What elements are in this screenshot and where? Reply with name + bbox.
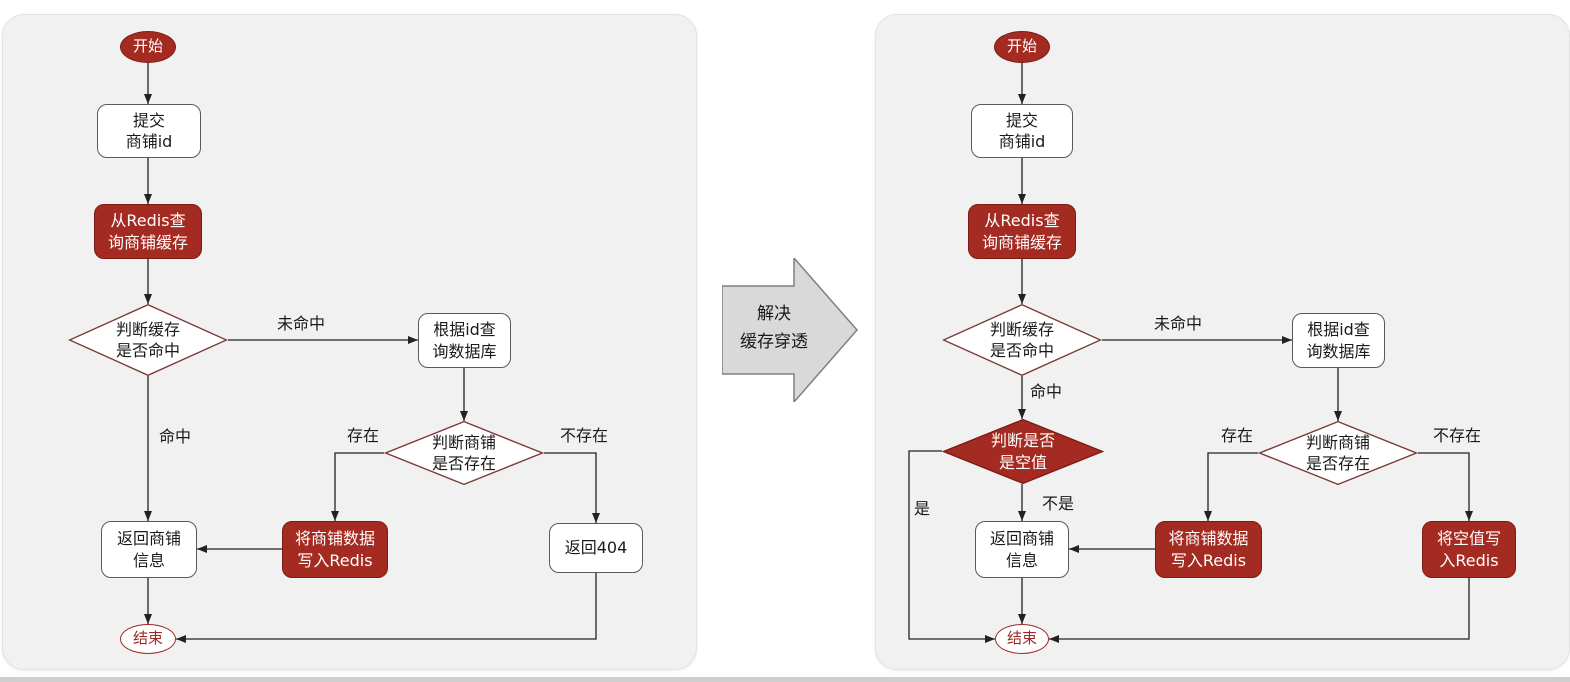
edge-label-not-exists: 不存在 (559, 426, 609, 445)
return-404-label: 返回404 (564, 538, 628, 558)
window-bottom-edge (0, 677, 1570, 682)
left-flowchart-panel: 开始 提交 商铺id 从Redis查 询商铺缓存 判断缓存 是否命中 根据id查… (2, 14, 697, 670)
null-value-decision-label: 判断是否 是空值 (990, 431, 1055, 472)
diamond-shape (942, 304, 1102, 376)
cache-hit-decision-label: 判断缓存 是否命中 (115, 319, 180, 360)
right-flow-edges (908, 63, 1473, 643)
diamond-shape (1258, 421, 1418, 485)
submit-shop-id-label: 提交 商铺id (998, 110, 1046, 151)
query-db-node: 根据id查 询数据库 (418, 313, 511, 368)
write-redis-label: 将商铺数据 写入Redis (1168, 529, 1249, 570)
diamond-shape (384, 421, 544, 485)
query-redis-cache-node: 从Redis查 询商铺缓存 (94, 204, 202, 259)
flow-arrow-not-exists (1418, 452, 1473, 521)
right-flowchart: 开始 提交 商铺id 从Redis查 询商铺缓存 判断缓存 是否命中 根据id查… (876, 15, 1569, 669)
edge-label-miss: 未命中 (1153, 314, 1203, 333)
write-redis-label: 将商铺数据 写入Redis (294, 529, 375, 570)
query-db-label: 根据id查 询数据库 (432, 320, 497, 361)
submit-shop-id-node: 提交 商铺id (971, 104, 1073, 158)
shop-exists-decision-node: 判断商铺 是否存在 (384, 421, 544, 485)
end-node: 结束 (995, 624, 1049, 654)
query-redis-cache-label: 从Redis查 询商铺缓存 (107, 211, 188, 252)
flow-arrow-exists (331, 452, 384, 521)
write-null-to-redis-label: 将空值写 入Redis (1436, 529, 1501, 570)
write-redis-node: 将商铺数据 写入Redis (282, 521, 388, 578)
edge-label-hit: 命中 (1029, 382, 1063, 401)
shop-exists-decision-node: 判断商铺 是否存在 (1258, 421, 1418, 485)
edge-label-miss: 未命中 (276, 314, 326, 333)
start-label: 开始 (1006, 37, 1037, 56)
edge-label-hit: 命中 (158, 427, 192, 446)
flow-arrow-not-exists (544, 452, 600, 523)
start-node: 开始 (120, 31, 176, 63)
end-label: 结束 (132, 629, 163, 648)
write-null-to-redis-node: 将空值写 入Redis (1422, 521, 1516, 578)
left-flow-edges (144, 63, 600, 643)
cache-hit-decision-node: 判断缓存 是否命中 (68, 304, 228, 376)
return-404-node: 返回404 (549, 523, 643, 573)
block-arrow-icon (722, 258, 858, 402)
write-redis-node: 将商铺数据 写入Redis (1155, 521, 1262, 578)
left-flowchart: 开始 提交 商铺id 从Redis查 询商铺缓存 判断缓存 是否命中 根据id查… (3, 15, 696, 669)
edge-label-yes: 是 (913, 499, 931, 518)
edge-label-no: 不是 (1041, 494, 1075, 513)
edge-label-exists: 存在 (346, 426, 380, 445)
query-db-node: 根据id查 询数据库 (1292, 313, 1385, 368)
shop-exists-decision-label: 判断商铺 是否存在 (431, 432, 496, 473)
submit-shop-id-node: 提交 商铺id (97, 104, 201, 158)
edge-label-not-exists: 不存在 (1432, 426, 1482, 445)
flow-arrow (1049, 578, 1470, 643)
end-node: 结束 (120, 624, 176, 654)
end-label: 结束 (1006, 629, 1037, 648)
flow-arrow (176, 573, 597, 643)
diamond-shape (68, 304, 228, 376)
submit-shop-id-label: 提交 商铺id (125, 110, 173, 151)
return-shop-info-node: 返回商铺 信息 (975, 521, 1069, 578)
flow-arrow-exists (1204, 452, 1258, 521)
return-shop-info-label: 返回商铺 信息 (116, 529, 181, 570)
start-label: 开始 (132, 37, 163, 56)
flow-arrow-null (908, 450, 995, 643)
shop-exists-decision-label: 判断商铺 是否存在 (1305, 432, 1370, 473)
null-value-decision-node: 判断是否 是空值 (942, 419, 1104, 484)
return-shop-info-label: 返回商铺 信息 (989, 529, 1054, 570)
transform-arrow: 解决 缓存穿透 (722, 258, 858, 402)
transform-arrow-label: 解决 缓存穿透 (740, 304, 808, 353)
right-flowchart-panel: 开始 提交 商铺id 从Redis查 询商铺缓存 判断缓存 是否命中 根据id查… (875, 14, 1570, 670)
diamond-shape (942, 419, 1104, 484)
cache-hit-decision-label: 判断缓存 是否命中 (989, 319, 1054, 360)
query-redis-cache-node: 从Redis查 询商铺缓存 (968, 204, 1076, 259)
query-db-label: 根据id查 询数据库 (1306, 320, 1371, 361)
query-redis-cache-label: 从Redis查 询商铺缓存 (981, 211, 1062, 252)
edge-label-exists: 存在 (1220, 426, 1254, 445)
start-node: 开始 (994, 31, 1050, 63)
cache-hit-decision-node: 判断缓存 是否命中 (942, 304, 1102, 376)
return-shop-info-node: 返回商铺 信息 (101, 521, 197, 578)
